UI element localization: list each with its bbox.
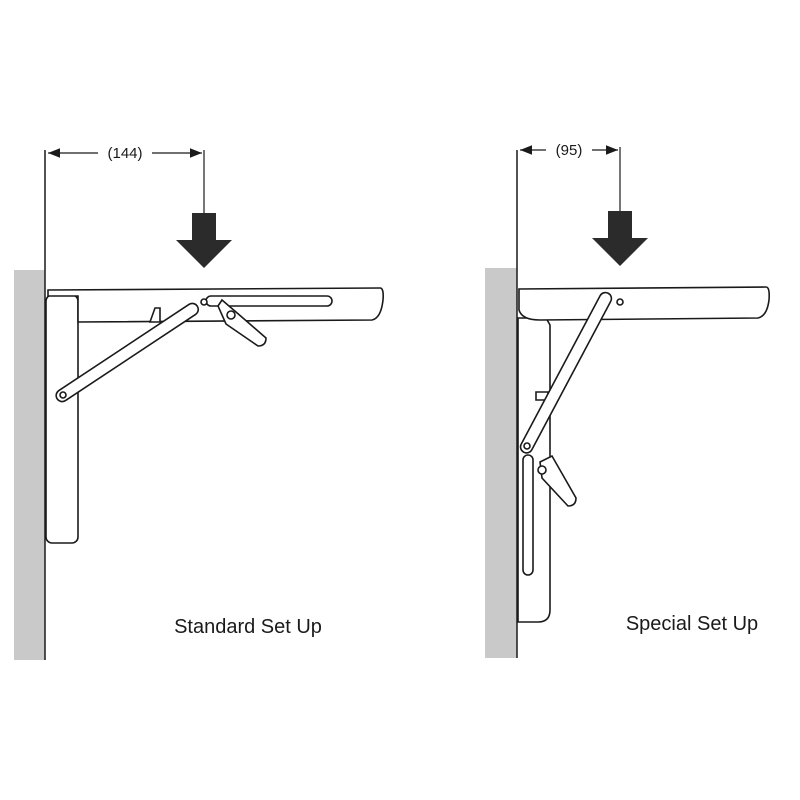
brace-pivot-bottom-left (59, 391, 67, 399)
caption-special: Special Set Up (626, 613, 758, 635)
brace-pivot-bottom-right (523, 442, 531, 450)
brace-left (55, 302, 200, 403)
special-setup-diagram: (95) Special Set Up (485, 142, 770, 658)
brace-right (519, 291, 613, 454)
brace-pivot-top-right (616, 298, 624, 306)
lever-pivot-right (537, 465, 547, 475)
dimension-label-left: (144) (107, 145, 142, 162)
caption-standard: Standard Set Up (174, 616, 322, 638)
shelf-arm-right (518, 286, 770, 321)
lever-pivot-left (226, 310, 236, 320)
wall-plate-left (45, 294, 79, 544)
load-arrow-left (176, 213, 232, 268)
release-lever-right (539, 454, 577, 507)
load-arrow-right (592, 211, 648, 266)
dimension-label-right: (95) (556, 142, 583, 159)
brace-pivot-top-left (200, 298, 208, 306)
slot-right (522, 454, 534, 576)
standard-setup-diagram: (144) Standard Set Up (14, 145, 384, 660)
wall-left (14, 270, 45, 660)
tab-left (148, 307, 161, 323)
wall-right (485, 268, 517, 658)
